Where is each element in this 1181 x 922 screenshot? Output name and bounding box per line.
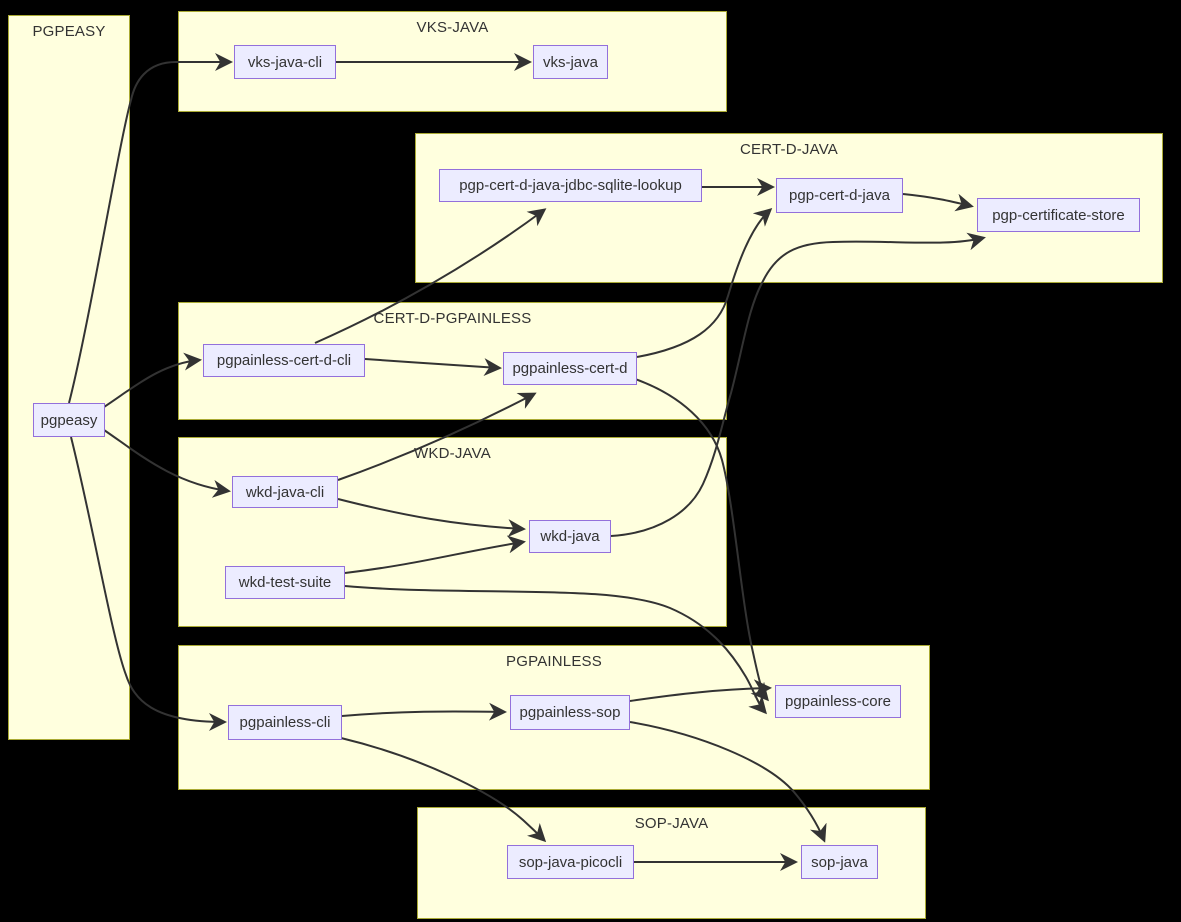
node-vks-java: vks-java	[533, 45, 608, 79]
cluster-title-cert-d-pgpainless-group: CERT-D-PGPAINLESS	[373, 310, 532, 327]
node-sop-java: sop-java	[801, 845, 878, 879]
node-pgpainless-cli: pgpainless-cli	[228, 705, 342, 740]
cluster-title-sop-java-group: SOP-JAVA	[634, 815, 709, 832]
node-sop-java-picocli: sop-java-picocli	[507, 845, 634, 879]
node-pgp-certificate-store: pgp-certificate-store	[977, 198, 1140, 232]
node-jdbc-sqlite-lookup: pgp-cert-d-java-jdbc-sqlite-lookup	[439, 169, 702, 202]
cluster-title-pgpeasy-group: PGPEASY	[32, 23, 106, 40]
cluster-title-wkd-java-group: WKD-JAVA	[414, 445, 491, 462]
node-pgpeasy: pgpeasy	[33, 403, 105, 437]
cluster-pgpeasy-group: PGPEASY	[8, 15, 130, 740]
node-pgp-cert-d-java: pgp-cert-d-java	[776, 178, 903, 213]
node-pgpainless-cert-d: pgpainless-cert-d	[503, 352, 637, 385]
cluster-title-cert-d-java-group: CERT-D-JAVA	[739, 141, 839, 158]
node-pgpainless-sop: pgpainless-sop	[510, 695, 630, 730]
node-vks-java-cli: vks-java-cli	[234, 45, 336, 79]
node-wkd-java-cli: wkd-java-cli	[232, 476, 338, 508]
node-pgpainless-core: pgpainless-core	[775, 685, 901, 718]
node-wkd-java: wkd-java	[529, 520, 611, 553]
node-wkd-test-suite: wkd-test-suite	[225, 566, 345, 599]
node-pgpainless-cert-d-cli: pgpainless-cert-d-cli	[203, 344, 365, 377]
cluster-title-vks-java-group: VKS-JAVA	[416, 19, 489, 36]
cluster-title-pgpainless-group: PGPAINLESS	[506, 653, 602, 670]
